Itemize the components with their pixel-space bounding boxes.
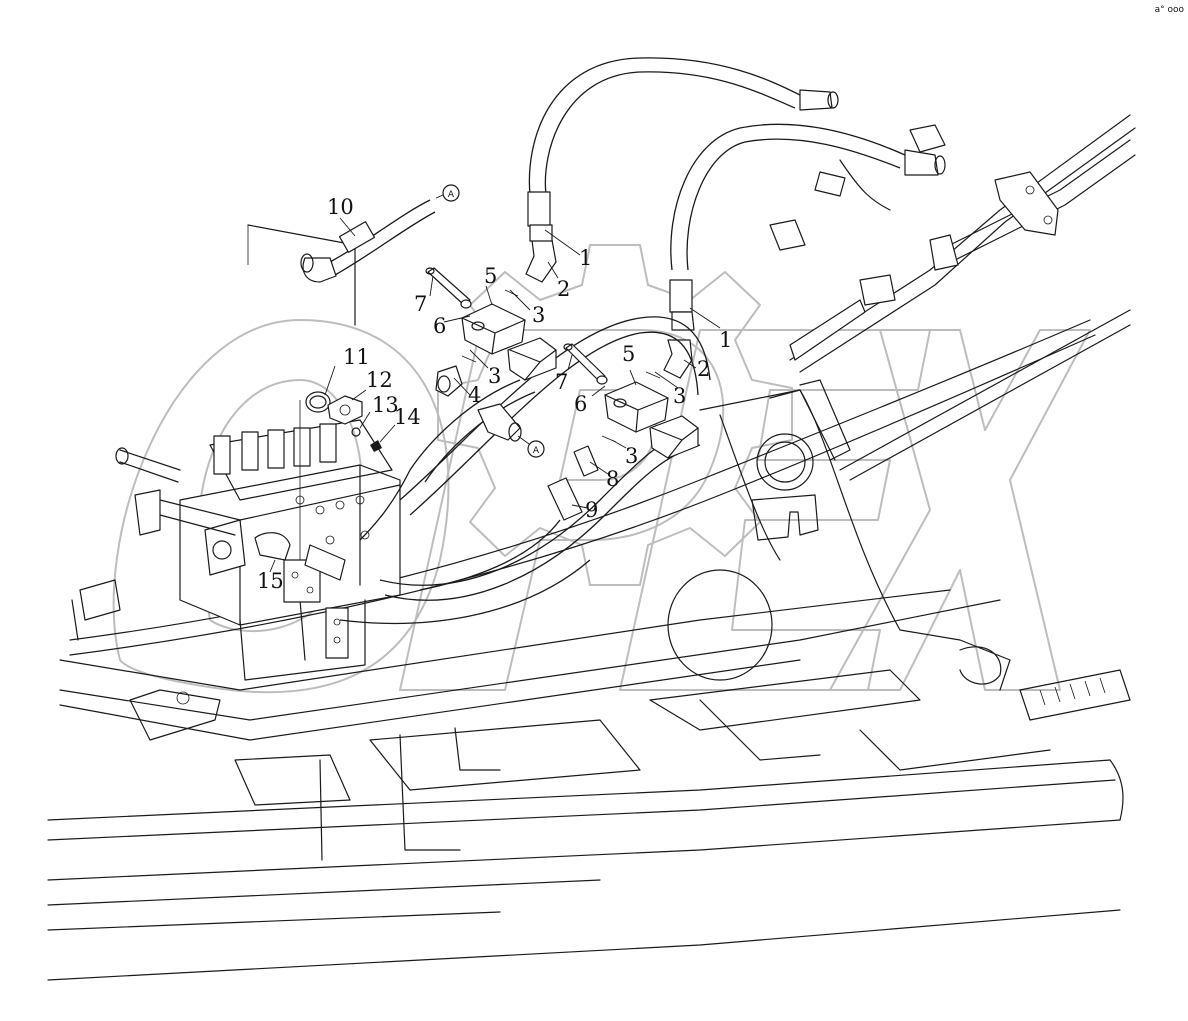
callout-7-right: 7	[555, 370, 568, 394]
bolt-14	[370, 440, 382, 452]
marker-a-upper	[442, 184, 460, 202]
fitting-8	[573, 445, 599, 477]
callout-9: 9	[585, 498, 598, 522]
o-ring-11	[305, 391, 331, 413]
marker-a-upper-label: A	[448, 190, 455, 200]
flange-kit	[299, 391, 382, 560]
callout-14: 14	[394, 405, 421, 429]
fitting-group-right	[419, 343, 699, 591]
washer-13	[351, 427, 361, 437]
pipe-clamp	[994, 171, 1059, 236]
leader-lines	[269, 217, 721, 573]
block-5b	[604, 381, 669, 433]
callout-12: 12	[366, 368, 393, 392]
callout-13: 13	[372, 393, 399, 417]
callout-3-upper: 3	[532, 303, 545, 327]
callout-4: 4	[468, 383, 481, 407]
chassis-frame	[47, 309, 1131, 981]
bolt-7	[427, 267, 471, 306]
callout-15: 15	[257, 569, 284, 593]
callout-6-right: 6	[574, 392, 587, 416]
callout-1-right: 1	[719, 328, 732, 352]
control-valve-block	[71, 419, 401, 681]
fitting-group-left	[425, 267, 557, 442]
callout-3-lower: 3	[625, 444, 638, 468]
hose-assembly-10	[247, 199, 436, 326]
watermark-letter-x	[829, 329, 1091, 691]
bolt-7b	[565, 343, 606, 382]
callout-10: 10	[327, 195, 354, 219]
callout-labels: 1 2 3 3 4 5 6 7 1 2 3 5 6 7 3 8 9 10 11 …	[257, 195, 732, 593]
watermark-gear-outline	[437, 244, 793, 586]
callout-3-right: 3	[673, 384, 686, 408]
callout-11: 11	[343, 345, 370, 369]
corner-mark: a° ooo	[1155, 5, 1185, 15]
marker-a-lower-label: A	[533, 446, 540, 456]
long-hose-right	[663, 123, 946, 379]
marker-a-lower	[527, 440, 545, 458]
callout-2-right: 2	[697, 357, 710, 381]
callout-8: 8	[606, 467, 619, 491]
callout-7-left: 7	[414, 292, 427, 316]
callout-1-upper: 1	[579, 246, 592, 270]
washer-6	[460, 299, 472, 309]
callout-2-upper: 2	[557, 277, 570, 301]
callout-5-right: 5	[622, 342, 635, 366]
callout-3-left: 3	[488, 364, 501, 388]
callout-6-left: 6	[433, 314, 446, 338]
long-hose-left	[525, 57, 839, 283]
callout-5-left: 5	[484, 264, 497, 288]
right-pipe-run	[769, 114, 1136, 461]
connection-markers: A A	[435, 184, 545, 458]
split-flange-12	[327, 395, 363, 425]
fitting-9	[547, 477, 583, 521]
mount-bracket	[667, 389, 1011, 691]
